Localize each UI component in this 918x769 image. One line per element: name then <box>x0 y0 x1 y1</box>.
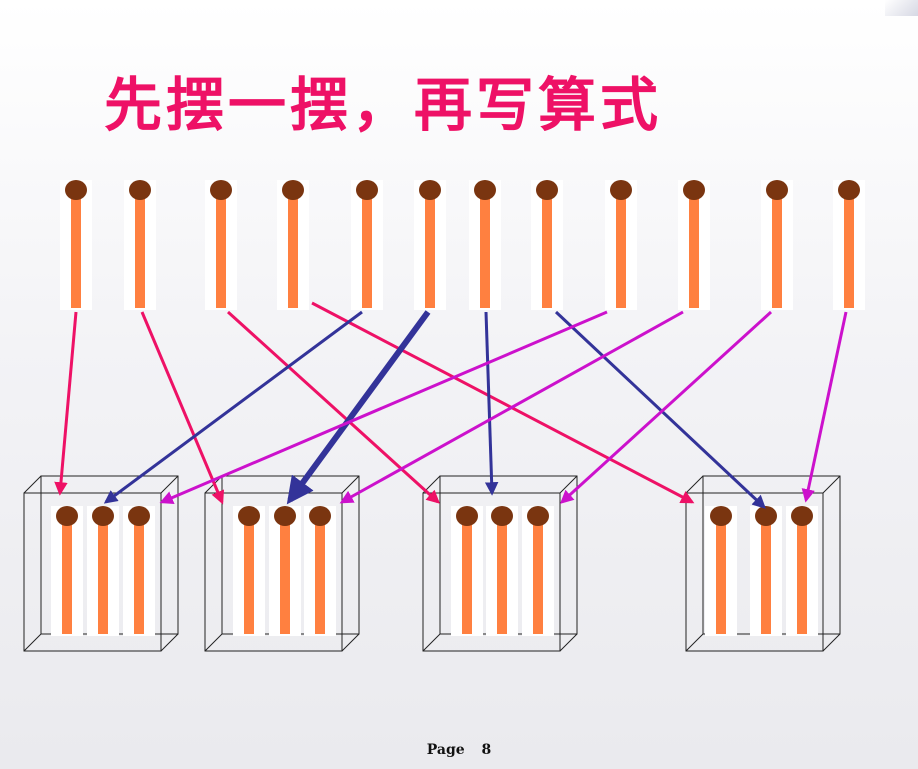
arrow-12 <box>801 311 848 503</box>
arrow-3 <box>226 310 441 504</box>
arrow-2 <box>140 311 225 505</box>
box-2 <box>204 492 343 652</box>
arrow-4 <box>311 301 695 504</box>
box-2-stick-3 <box>304 506 336 636</box>
box-sticks-layer <box>51 506 818 636</box>
box-2-stick-1 <box>233 506 265 636</box>
loose-stick-4 <box>277 180 309 310</box>
boxes-front-layer <box>23 492 824 652</box>
box-4-stick-2 <box>750 506 782 636</box>
arrows-layer <box>54 301 848 509</box>
box-1-stick-2 <box>87 506 119 636</box>
loose-sticks-layer <box>60 180 865 310</box>
slide-title: 先摆一摆，再写算式 <box>104 71 663 139</box>
box-3-stick-1 <box>451 506 483 636</box>
loose-stick-7 <box>469 180 501 310</box>
loose-stick-6 <box>414 180 446 310</box>
loose-stick-3 <box>205 180 237 310</box>
box-1 <box>23 492 162 652</box>
arrow-6 <box>286 310 431 505</box>
box-4-stick-1 <box>705 506 737 636</box>
box-3-stick-3 <box>522 506 554 636</box>
arrow-5 <box>103 310 363 504</box>
page-footer: Page 8 <box>0 742 918 758</box>
box-1-stick-1 <box>51 506 83 636</box>
box-2-stick-2 <box>269 506 301 636</box>
arrow-7 <box>484 311 499 496</box>
loose-stick-12 <box>833 180 865 310</box>
loose-stick-11 <box>761 180 793 310</box>
arrow-8 <box>554 310 766 509</box>
loose-stick-1 <box>60 180 92 310</box>
corner-decoration <box>885 0 918 16</box>
loose-stick-10 <box>678 180 710 310</box>
arrow-9 <box>159 310 608 504</box>
loose-stick-8 <box>531 180 563 310</box>
page-label: Page <box>426 742 465 758</box>
arrow-1 <box>54 311 78 496</box>
loose-stick-5 <box>351 180 383 310</box>
box-4-stick-3 <box>786 506 818 636</box>
page-number: 8 <box>481 742 492 758</box>
box-1-stick-3 <box>123 506 155 636</box>
arrow-10 <box>339 310 684 504</box>
loose-stick-2 <box>124 180 156 310</box>
box-4 <box>685 492 824 652</box>
loose-stick-9 <box>605 180 637 310</box>
box-3-stick-2 <box>486 506 518 636</box>
arrow-11 <box>560 310 773 504</box>
